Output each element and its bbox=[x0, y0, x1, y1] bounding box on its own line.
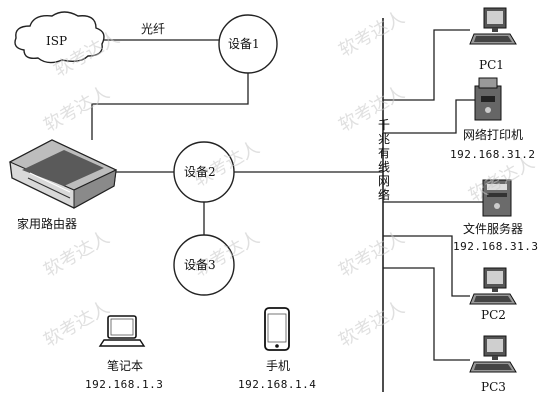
network-printer-label: 网络打印机 bbox=[463, 128, 524, 142]
device2-label: 设备2 bbox=[184, 165, 216, 179]
pc1-label: PC1 bbox=[479, 58, 504, 72]
device3-node bbox=[173, 234, 235, 296]
laptop-label: 笔记本 bbox=[107, 359, 144, 373]
file-server-label: 文件服务器 bbox=[463, 222, 524, 236]
device1-label: 设备1 bbox=[228, 37, 260, 51]
device2-node bbox=[173, 141, 235, 203]
device1-router-link bbox=[91, 67, 249, 140]
isp-label: ISP bbox=[46, 34, 68, 48]
pc2-link bbox=[383, 235, 470, 297]
pc3-label: PC3 bbox=[481, 380, 506, 394]
phone-ip: 192.168.1.4 bbox=[238, 378, 317, 391]
server-icon bbox=[482, 179, 512, 217]
device3-label: 设备3 bbox=[184, 258, 216, 272]
laptop-icon bbox=[98, 315, 146, 347]
wired-network-label: 千兆有线网络 bbox=[377, 118, 390, 202]
pc2-label: PC2 bbox=[481, 308, 506, 322]
laptop-ip: 192.168.1.3 bbox=[85, 378, 164, 391]
pc-icon bbox=[469, 335, 517, 373]
router-icon bbox=[8, 139, 118, 209]
fiber-label: 光纤 bbox=[141, 22, 166, 36]
pc-icon bbox=[469, 7, 517, 45]
printer-link bbox=[383, 99, 475, 134]
home-router-label: 家用路由器 bbox=[17, 217, 78, 231]
phone-icon bbox=[264, 307, 290, 351]
printer-icon bbox=[474, 77, 502, 121]
pc-icon bbox=[469, 267, 517, 305]
device1-node bbox=[218, 14, 278, 74]
cloud-icon bbox=[14, 11, 105, 64]
connection-lines bbox=[90, 18, 483, 392]
pc3-link bbox=[383, 267, 470, 361]
pc1-link bbox=[383, 29, 470, 101]
phone-label: 手机 bbox=[266, 359, 291, 373]
printer-ip: 192.168.31.2 bbox=[450, 148, 536, 161]
server-ip: 192.168.31.3 bbox=[453, 240, 539, 253]
